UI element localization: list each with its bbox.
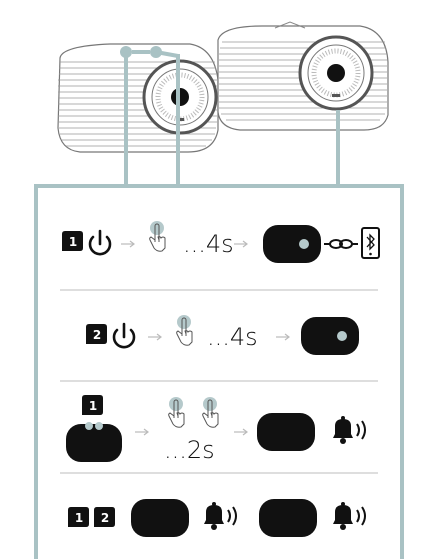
speaker-icon — [257, 413, 315, 451]
step-4-row: 1 2 — [68, 499, 366, 537]
speaker-icon — [66, 422, 122, 462]
step-2-row: 2 ...4s — [86, 315, 359, 355]
badge-2: 2 — [86, 324, 107, 344]
bell-ring-icon — [203, 501, 237, 531]
badge-1: 1 — [62, 231, 83, 251]
step-3-row: 1 ...2s — [66, 395, 366, 464]
hold-duration: ...4s — [207, 323, 258, 351]
badge-1-label: 1 — [75, 511, 83, 525]
arrow-right-icon — [233, 428, 248, 436]
arrow-right-icon — [233, 240, 248, 248]
chain-link-icon — [324, 239, 358, 249]
hold-duration: ...4s — [183, 230, 234, 258]
speaker-right-illustration — [217, 21, 389, 131]
arrow-right-icon — [275, 333, 290, 341]
power-icon — [112, 322, 136, 349]
speaker-icon — [131, 499, 189, 537]
badge-1: 1 — [82, 395, 103, 415]
step-separators — [60, 289, 378, 474]
press-highlight — [177, 315, 191, 329]
speaker-left-illustration — [57, 43, 219, 153]
speaker-icon — [263, 225, 321, 263]
bell-ring-icon — [332, 501, 366, 531]
power-icon — [88, 229, 112, 256]
button-highlight-markers — [120, 46, 179, 58]
arrow-right-icon — [120, 240, 135, 248]
bluetooth-phone-icon — [361, 227, 380, 259]
badge-1-label: 1 — [69, 235, 77, 249]
speaker-icon — [301, 317, 359, 355]
badge-2-label: 2 — [93, 328, 101, 342]
arrow-right-icon — [134, 428, 149, 436]
arrow-right-icon — [147, 333, 162, 341]
speaker-icon — [259, 499, 317, 537]
badge-2-label: 2 — [101, 511, 109, 525]
badge-1: 1 — [68, 507, 89, 527]
bell-ring-icon — [332, 415, 366, 445]
badge-2: 2 — [94, 507, 115, 527]
connector-frame — [34, 54, 404, 559]
press-highlight — [150, 221, 164, 235]
badge-1-label: 1 — [89, 399, 97, 413]
press-highlight — [169, 397, 183, 411]
press-highlight — [203, 397, 217, 411]
step-1-row: 1 ...4s — [62, 221, 380, 263]
hold-duration: ...2s — [164, 436, 215, 464]
